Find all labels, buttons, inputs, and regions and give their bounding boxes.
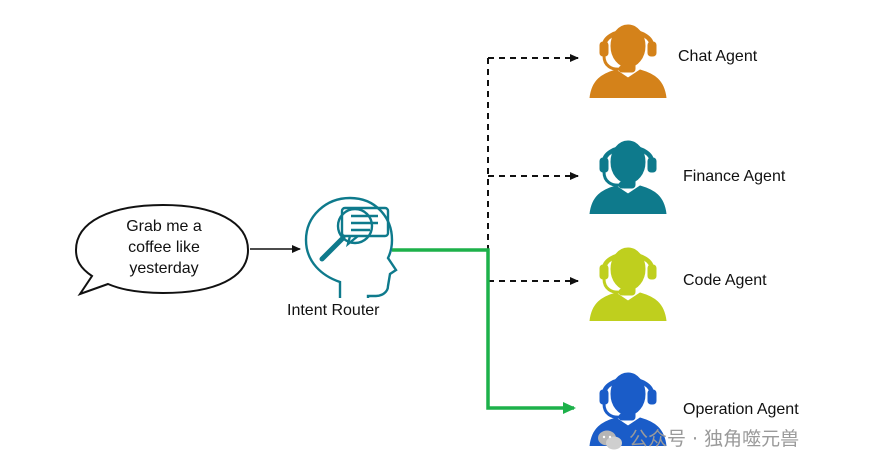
agent-label-chat: Chat Agent — [678, 48, 758, 65]
headset-agent-icon-finance — [590, 141, 666, 214]
wechat-icon — [598, 430, 622, 449]
agent-label-finance: Finance Agent — [683, 168, 786, 185]
user-request-line: yesterday — [129, 260, 199, 277]
router-head-icon — [304, 196, 398, 298]
inactive-routes — [487, 54, 579, 285]
router-label: Intent Router — [287, 302, 380, 319]
speech-bubble — [74, 203, 250, 296]
active-route — [392, 248, 576, 414]
user-request-text: Grab me a coffee like yesterday — [104, 216, 224, 279]
user-request-line: Grab me a — [126, 218, 202, 235]
headset-agent-icon-chat — [590, 25, 666, 98]
user-request-line: coffee like — [128, 239, 200, 256]
headset-agent-icon-code — [590, 248, 666, 321]
watermark-text: 公众号 · 独角噬元兽 — [629, 428, 800, 450]
agent-label-code: Code Agent — [683, 272, 767, 289]
agent-label-operation: Operation Agent — [683, 401, 799, 418]
watermark: 公众号 · 独角噬元兽 — [597, 424, 799, 451]
